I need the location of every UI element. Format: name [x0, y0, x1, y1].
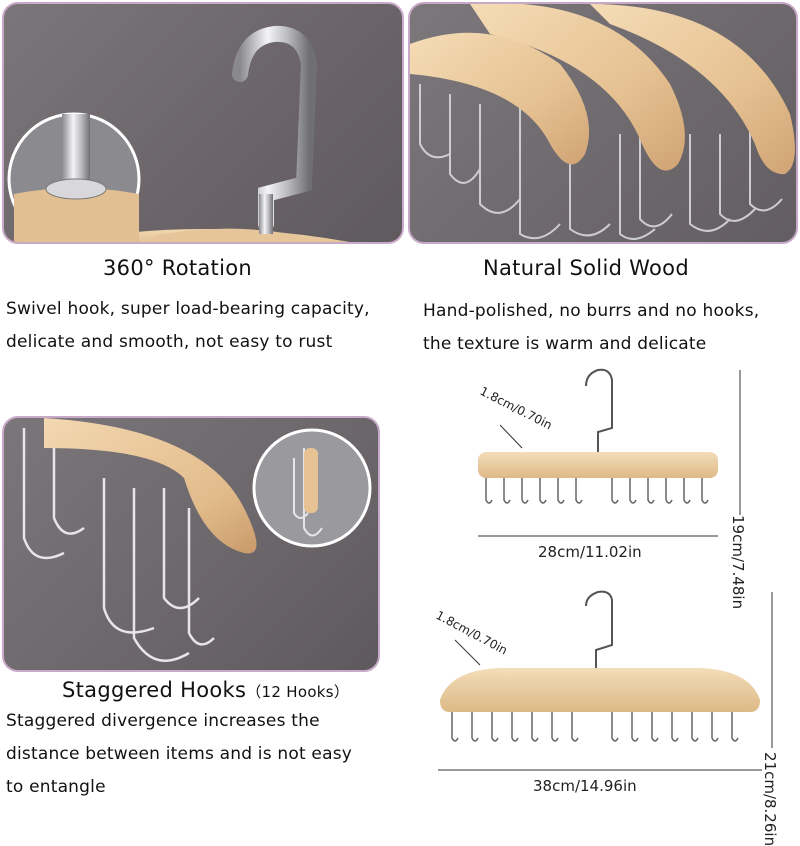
wood-description: Hand-polished, no burrs and no hooks, th…: [423, 295, 759, 361]
staggered-description-line-2: distance between items and is not easy: [6, 744, 353, 764]
wood-photo-panel: [408, 2, 798, 244]
staggered-description: Staggered divergence increases the dista…: [6, 705, 352, 804]
rotation-description-line-2: delicate and smooth, not easy to rust: [6, 332, 333, 352]
large-width-label: 38cm/14.96in: [533, 777, 637, 795]
small-height-label: 19cm/7.48in: [729, 515, 747, 610]
staggered-hooks-illustration: [22, 418, 372, 662]
small-width-label: 28cm/11.02in: [538, 543, 642, 561]
wood-description-line-1: Hand-polished, no burrs and no hooks,: [423, 301, 760, 321]
large-height-label: 21cm/8.26in: [761, 752, 779, 846]
staggered-title-text: Staggered Hooks: [62, 678, 247, 702]
swivel-hook-illustration: [7, 25, 350, 242]
wood-title: Natural Solid Wood: [483, 256, 689, 280]
rotation-description-line-1: Swivel hook, super load-bearing capacity…: [6, 299, 370, 319]
staggered-hooks-photo-panel: [2, 416, 380, 672]
wooden-hangers-illustration: [410, 4, 795, 240]
wood-description-line-2: the texture is warm and delicate: [423, 334, 707, 354]
dimension-diagrams: [438, 368, 773, 771]
large-hanger-diagram: [438, 590, 773, 771]
small-hanger-diagram: [478, 368, 741, 537]
rotation-title: 360° Rotation: [103, 256, 252, 280]
staggered-description-line-3: to entangle: [6, 777, 106, 797]
rotation-photo-panel: [2, 2, 404, 244]
rotation-description: Swivel hook, super load-bearing capacity…: [6, 293, 370, 359]
staggered-title-suffix: （12 Hooks）: [246, 683, 350, 701]
staggered-description-line-1: Staggered divergence increases the: [6, 711, 320, 731]
staggered-title: Staggered Hooks（12 Hooks）: [62, 678, 349, 702]
